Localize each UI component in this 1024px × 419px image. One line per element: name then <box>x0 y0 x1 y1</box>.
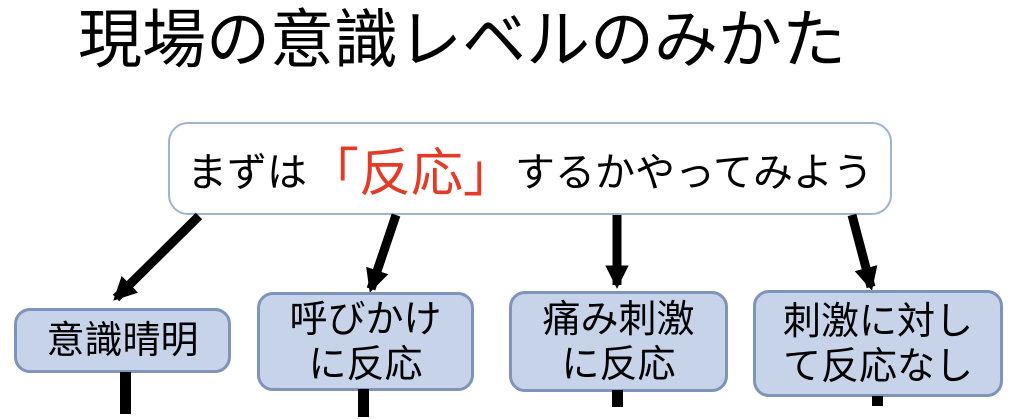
arrow-to-node-4 <box>847 213 878 291</box>
node-line: て反応なし <box>782 343 973 388</box>
node-line: に反応 <box>308 341 423 386</box>
banner-box: まずは「反応」するかやってみよう <box>168 122 892 215</box>
highlight-text: 「反応」 <box>306 144 515 204</box>
node-line: 意識晴明 <box>46 318 199 362</box>
node-line: に反応 <box>561 341 676 386</box>
node-no-response: 刺激に対し て反応なし <box>753 290 1003 397</box>
connector-stub-2 <box>358 389 369 417</box>
node-line: 呼びかけ <box>289 296 442 341</box>
connector-stub-3 <box>612 390 623 407</box>
banner-text-prefix: まずは <box>186 149 307 196</box>
connector-stub-1 <box>120 372 131 414</box>
node-consciousness-clear: 意識晴明 <box>14 308 231 373</box>
banner-text-suffix: するかやってみよう <box>515 149 873 196</box>
arrow-to-node-1 <box>112 212 203 302</box>
arrow-to-node-2 <box>366 213 401 293</box>
node-responds-to-voice: 呼びかけ に反応 <box>257 292 474 391</box>
page-title: 現場の意識レベルのみかた <box>78 4 846 78</box>
node-line: 刺激に対し <box>782 298 973 343</box>
connector-stub-4 <box>872 396 883 406</box>
node-line: 痛み刺激 <box>542 296 695 341</box>
node-responds-to-pain: 痛み刺激 に反応 <box>509 291 728 392</box>
